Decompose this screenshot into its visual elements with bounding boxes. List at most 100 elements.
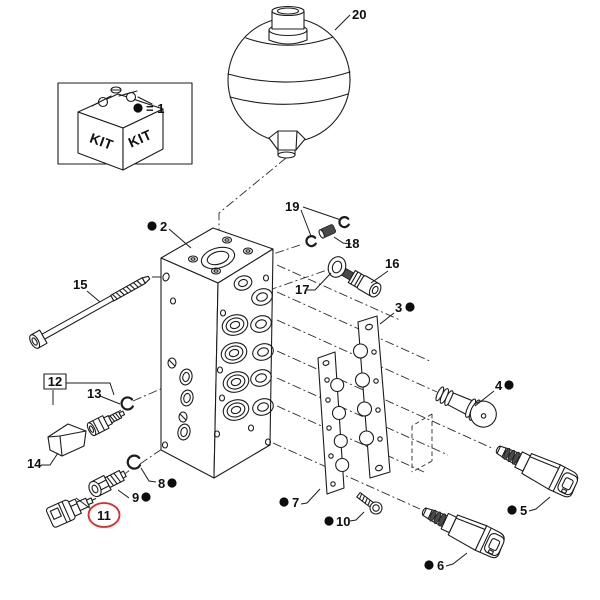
thread-hatching — [109, 412, 121, 422]
kit-part-bullet — [279, 497, 289, 507]
callout-17[interactable]: 17 — [295, 272, 332, 297]
callout-5[interactable]: 5 — [507, 496, 551, 518]
fitting-9[interactable] — [86, 467, 128, 499]
o-ring-8[interactable] — [126, 454, 142, 470]
right-face-ports — [213, 274, 274, 446]
callout-16-number[interactable]: 16 — [385, 256, 399, 271]
leader-line — [307, 272, 332, 291]
gasket-plate-3[interactable] — [352, 315, 391, 479]
callout-6-number[interactable]: 6 — [437, 558, 444, 573]
screw-10[interactable] — [355, 490, 385, 516]
callout-12-box — [43, 373, 67, 390]
cartridge-valve-16[interactable] — [340, 266, 383, 299]
kit-part-bullet — [507, 505, 517, 515]
thread-hatching — [358, 493, 371, 506]
bushing-18[interactable] — [318, 224, 336, 239]
thread-hatching — [111, 280, 143, 300]
leader-line — [528, 496, 551, 512]
kit-part-bullet — [147, 221, 157, 231]
leader-line — [370, 270, 389, 284]
callout-8[interactable]: 8 — [140, 467, 177, 491]
selection-highlight-circle — [87, 502, 121, 528]
solenoid-valve-5[interactable] — [491, 437, 581, 499]
callout-13[interactable]: 13 — [87, 386, 121, 405]
callout-9-number[interactable]: 9 — [132, 490, 139, 505]
callout-18-number[interactable]: 18 — [345, 236, 359, 251]
callout-3[interactable]: 3 — [379, 300, 415, 325]
callout-9[interactable]: 9 — [117, 489, 151, 505]
leader-line — [86, 290, 101, 303]
callout-12[interactable]: 12 — [43, 373, 115, 405]
callout-2-number[interactable]: 2 — [160, 219, 167, 234]
callout-20[interactable]: 20 — [334, 7, 366, 31]
callout-15-number[interactable]: 15 — [73, 277, 87, 292]
callout-17-number[interactable]: 17 — [295, 282, 309, 297]
kit-equals-label: = 1 — [146, 101, 164, 116]
callout-6[interactable]: 6 — [424, 552, 468, 573]
leader-line — [117, 489, 130, 499]
kit-cube: KIT KIT — [77, 86, 164, 171]
leader-line — [379, 312, 395, 325]
left-face-ports — [161, 272, 194, 449]
plug-4[interactable] — [432, 381, 500, 431]
leader-line — [474, 390, 495, 407]
solenoid-valve-6[interactable] — [417, 499, 507, 560]
gasket-plate-7[interactable] — [317, 351, 350, 495]
callout-8-number[interactable]: 8 — [158, 476, 165, 491]
valve-block[interactable] — [160, 227, 275, 479]
accumulator-part[interactable] — [227, 5, 351, 159]
callout-20-number[interactable]: 20 — [352, 7, 366, 22]
callout-11-number[interactable]: 11 — [97, 508, 111, 523]
callout-11[interactable]: 11 — [75, 497, 121, 528]
leader-line — [41, 452, 59, 466]
kit-legend: KIT KIT = 1 — [57, 82, 193, 171]
callout-15[interactable]: 15 — [73, 277, 101, 303]
kit-part-bullet — [424, 560, 434, 570]
callout-7-number[interactable]: 7 — [292, 495, 299, 510]
projection-lines — [89, 243, 495, 510]
sender-fitting-12[interactable] — [86, 407, 127, 437]
leader-line — [300, 209, 312, 237]
callout-18[interactable]: 18 — [333, 236, 359, 251]
callout-2[interactable]: 2 — [147, 219, 192, 249]
o-ring-19b[interactable] — [338, 216, 350, 229]
leader-line — [66, 382, 115, 396]
leader-line — [75, 497, 92, 510]
callout-5-number[interactable]: 5 — [520, 503, 527, 518]
callout-4-number[interactable]: 4 — [495, 378, 503, 393]
leader-line — [333, 236, 352, 245]
callout-3-number[interactable]: 3 — [395, 300, 402, 315]
kit-part-bullet — [141, 492, 151, 502]
cap-screw-15[interactable] — [28, 271, 153, 350]
leader-line — [445, 552, 468, 567]
callout-4[interactable]: 4 — [474, 378, 514, 407]
o-ring-13[interactable] — [120, 396, 134, 411]
kit-part-bullet — [324, 516, 334, 526]
callout-12-number[interactable]: 12 — [48, 374, 62, 389]
accumulator-centerline — [218, 157, 287, 252]
callout-10[interactable]: 10 — [324, 511, 365, 529]
callout-10-number[interactable]: 10 — [336, 514, 350, 529]
kit-label-left: KIT — [88, 130, 116, 153]
leader-line — [349, 511, 365, 522]
callout-19-number[interactable]: 19 — [285, 199, 299, 214]
thread-hatching — [106, 472, 122, 487]
leader-line — [168, 228, 192, 249]
callout-19[interactable]: 19 — [285, 199, 342, 237]
top-port-boss — [200, 246, 236, 270]
phantom-cavity-outline — [411, 413, 433, 473]
callout-7[interactable]: 7 — [279, 488, 321, 510]
callout-16[interactable]: 16 — [370, 256, 399, 284]
cover-cap-14[interactable] — [47, 423, 87, 457]
kit-part-bullet — [504, 380, 514, 390]
kit-bullet-marker — [133, 103, 143, 113]
callout-14-number[interactable]: 14 — [27, 456, 42, 471]
o-ring-19a[interactable] — [305, 235, 317, 248]
sensor-11[interactable] — [45, 489, 100, 529]
callout-13-number[interactable]: 13 — [87, 386, 101, 401]
leader-line — [300, 488, 321, 505]
callout-14[interactable]: 14 — [27, 452, 59, 471]
top-bolt-holes — [187, 236, 254, 275]
